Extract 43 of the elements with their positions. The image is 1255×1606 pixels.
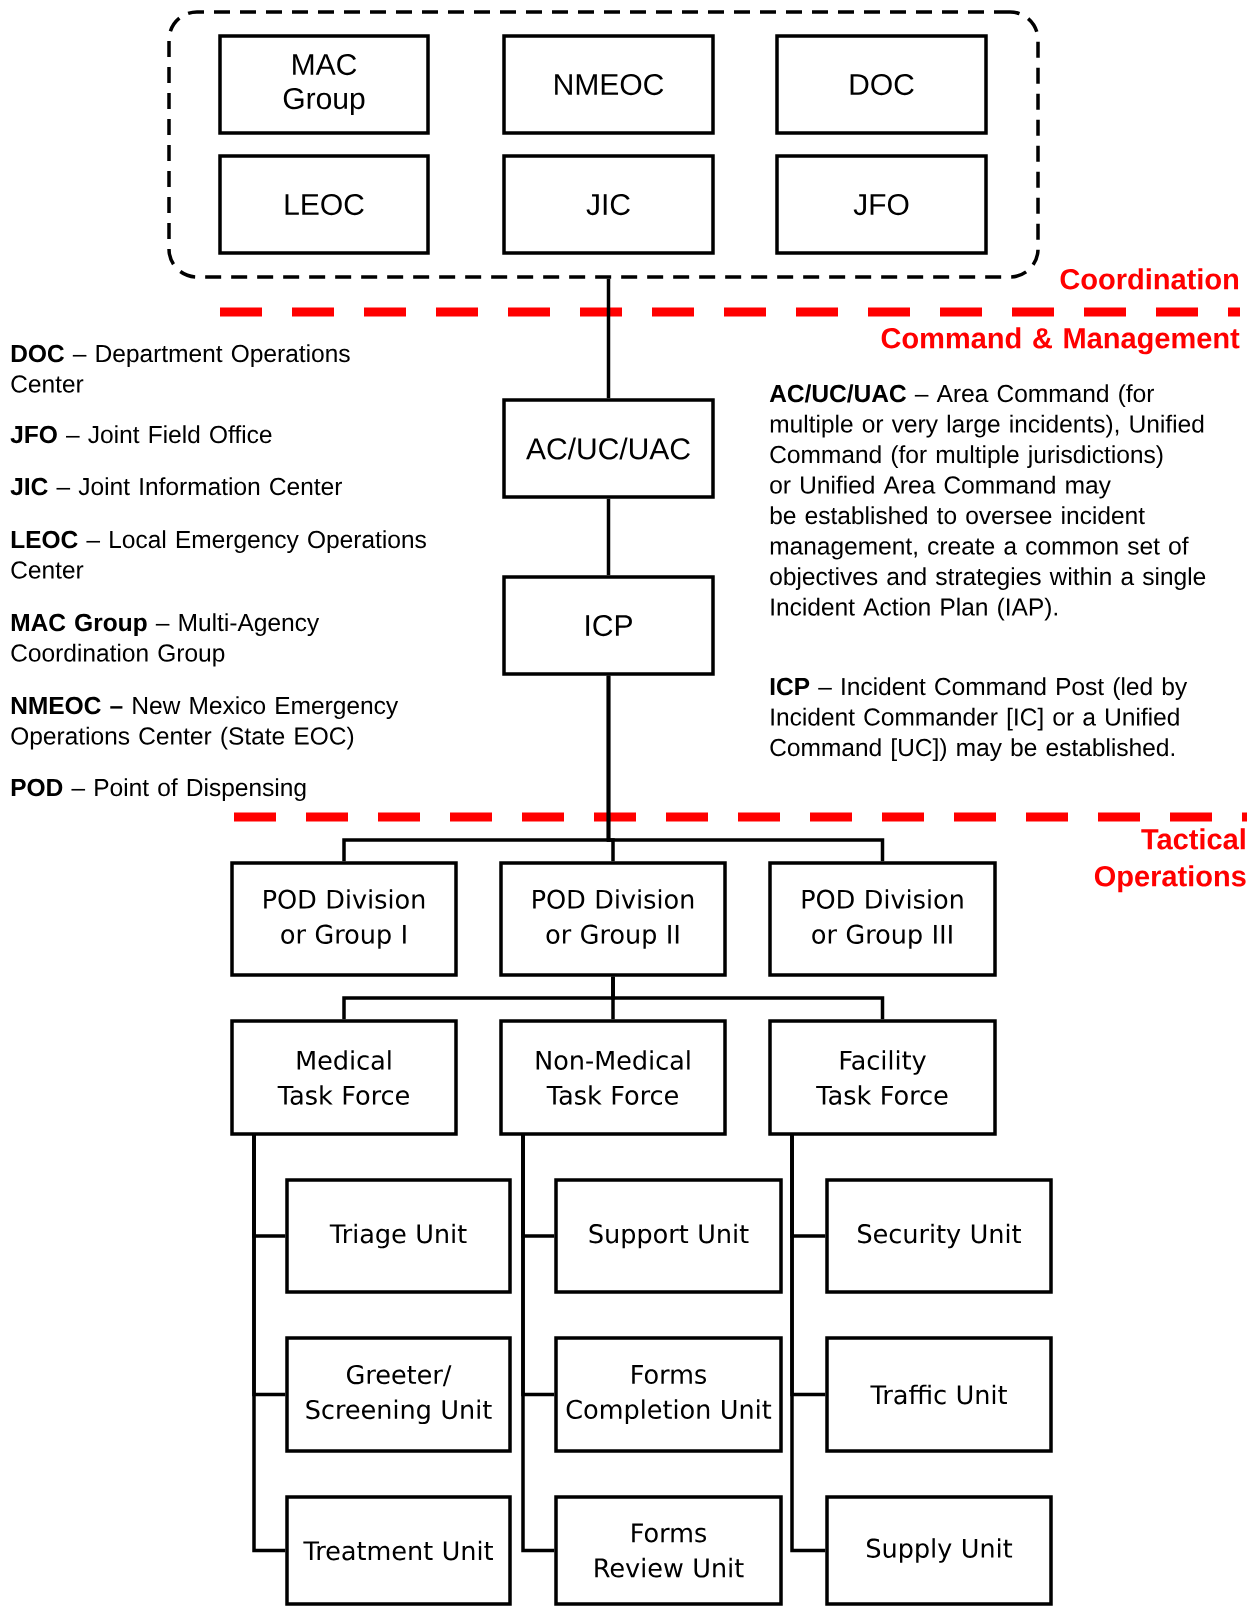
glossary-note: JFO – Joint Field Office: [10, 425, 272, 444]
box: Security Unit: [825, 1178, 1053, 1294]
box: JFO: [775, 154, 988, 255]
glossary-note: POD – Point of Dispensing: [11, 778, 306, 802]
box: Triage Unit: [285, 1178, 512, 1294]
connector: [611, 976, 885, 1020]
box: ICP: [502, 575, 715, 676]
connector: [606, 675, 885, 862]
glossary-note: JIC – Joint Information Center: [10, 477, 342, 496]
connector: [606, 498, 611, 576]
box: Greeter/ Screening Unit: [285, 1336, 512, 1453]
glossary-note: MAC Group – Multi-Agency Coordination Group: [11, 613, 320, 667]
glossary-note: ICP – Incident Command Post (led by Incident Commander [IC] or a Unified Command [UC]) may be established.: [770, 677, 1188, 762]
box: Medical Task Force: [230, 1019, 458, 1136]
section-heading: Coordination: [1060, 268, 1238, 290]
box: Facility Task Force: [768, 1019, 997, 1136]
connector: [606, 278, 611, 399]
box: AC/UC/UAC: [502, 398, 715, 499]
glossary-note: NMEOC – New Mexico Emergency Operations Center (State EOC): [11, 696, 399, 750]
connector: [252, 1134, 286, 1553]
box: Support Unit: [554, 1178, 783, 1294]
box: NMEOC: [502, 34, 715, 135]
box: Treatment Unit: [285, 1495, 512, 1606]
box: MAC Group: [218, 34, 430, 135]
glossary-note: DOC – Department Operations Center: [11, 344, 350, 393]
box: POD Division or Group II: [499, 861, 727, 977]
box: LEOC: [218, 154, 430, 255]
connector: [521, 1134, 555, 1553]
box: Forms Review Unit: [554, 1495, 783, 1606]
box: DOC: [775, 34, 988, 135]
box: POD Division or Group I: [230, 861, 458, 977]
box: Non-Medical Task Force: [499, 1019, 727, 1136]
box: Traffic Unit: [825, 1336, 1053, 1453]
glossary-note: AC/UC/UAC – Area Command (for multiple or very large incidents), Unified Command (for multiple jurisdictions) or Unified Area Command may be established to oversee incident management, create a common set of objectives and strategies within a single Incident Action Plan (IAP).: [769, 384, 1206, 621]
connector: [790, 1134, 826, 1553]
box: JIC: [502, 154, 715, 255]
box: POD Division or Group III: [768, 861, 997, 977]
dashed-group-frame: [167, 10, 1040, 279]
section-heading: Command & Management: [881, 327, 1240, 355]
glossary-note: LEOC – Local Emergency Operations Center: [11, 530, 426, 579]
box: Supply Unit: [825, 1495, 1053, 1606]
box: Forms Completion Unit: [554, 1336, 783, 1453]
section-heading: Tactical Operations: [1094, 828, 1246, 893]
